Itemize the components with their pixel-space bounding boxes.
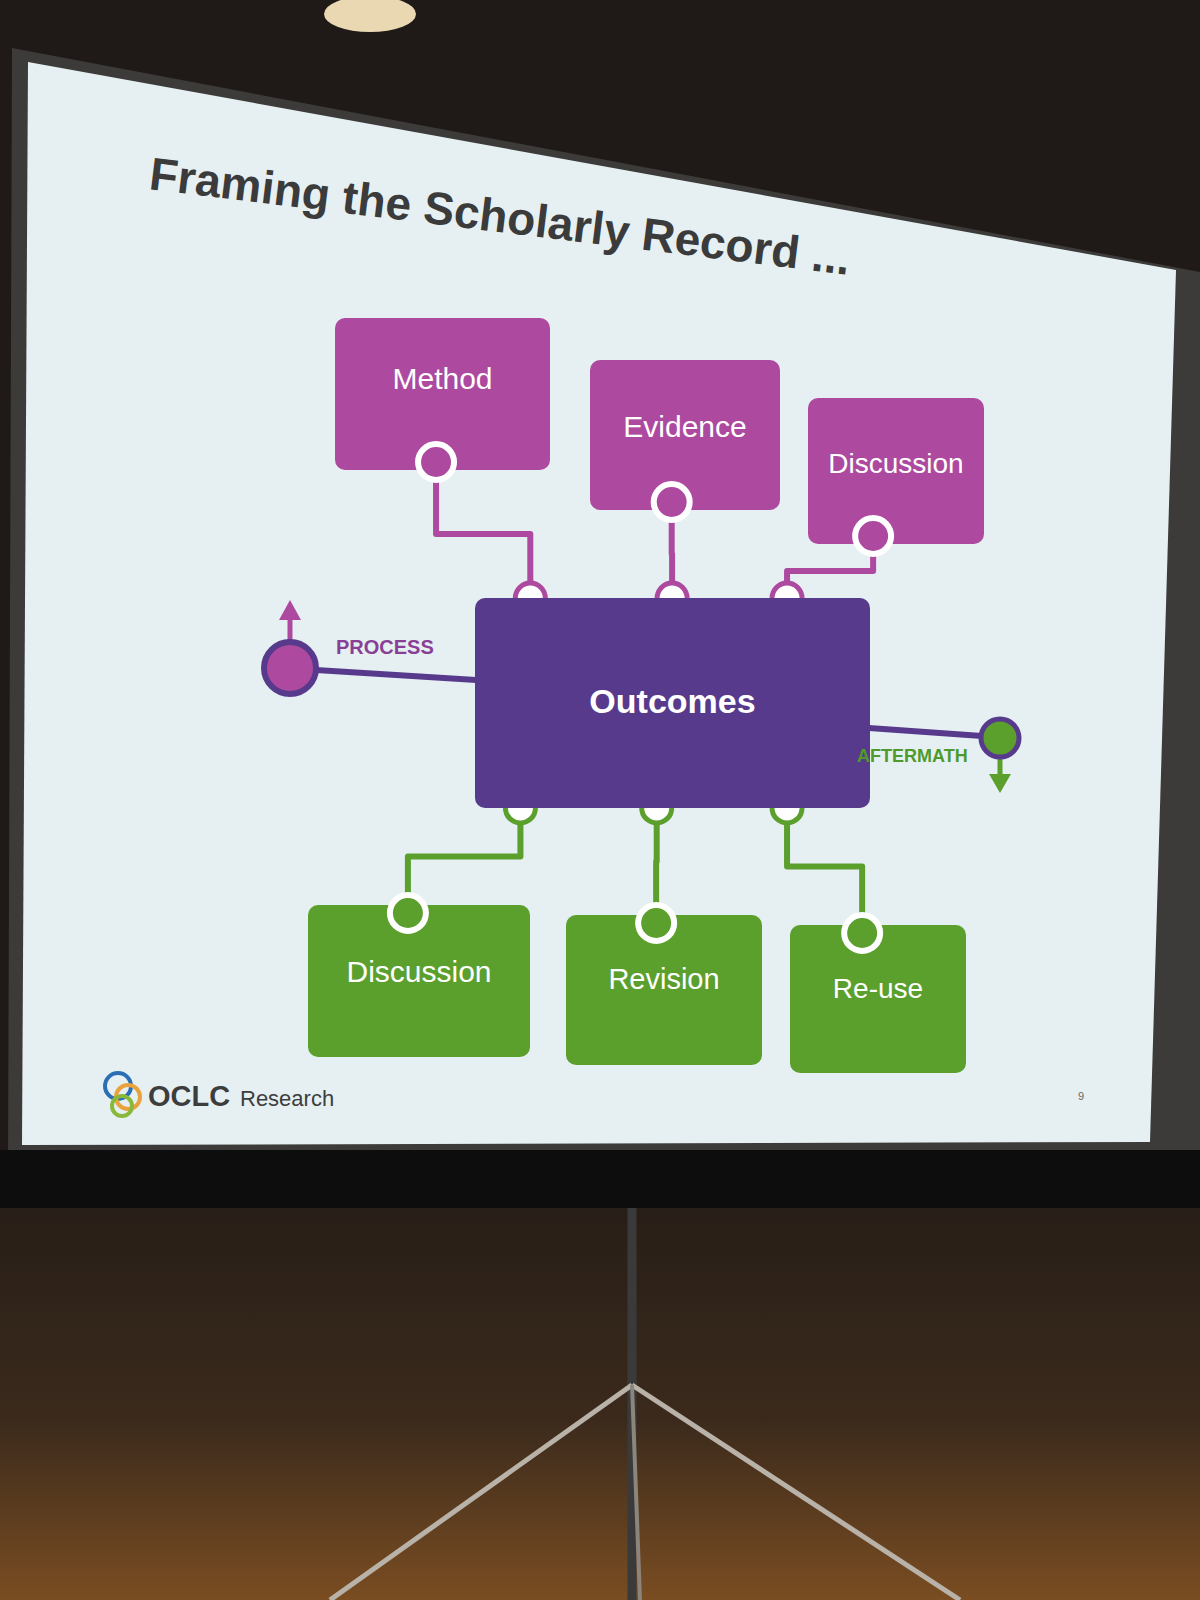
tripod-leg	[632, 1385, 960, 1600]
aftermath-circle	[981, 719, 1019, 757]
connector-knob	[654, 484, 690, 520]
projection-screen	[22, 62, 1176, 1145]
box-label: Discussion	[346, 955, 491, 990]
logo-ring	[112, 1096, 132, 1116]
aftermath-arrowhead	[989, 774, 1011, 793]
connector-line	[408, 808, 521, 905]
process-label: PROCESS	[336, 636, 434, 659]
process-arrowhead	[279, 600, 301, 620]
screen-housing	[8, 48, 1200, 1165]
box-label: Discussion	[828, 448, 963, 480]
aftermath-label: AFTERMATH	[857, 746, 968, 767]
process-circle	[264, 642, 316, 694]
logo-subtitle: Research	[240, 1086, 334, 1111]
box-label: Evidence	[623, 410, 746, 445]
slide-title: Framing the Scholarly Record ...	[147, 146, 854, 286]
discussion-box: Discussion	[808, 398, 984, 544]
method-box: Method	[335, 318, 550, 470]
connector-knob	[855, 518, 891, 554]
tripod-leg	[632, 1385, 640, 1600]
aftermath-line	[869, 728, 982, 736]
screen-bar	[0, 1150, 1200, 1208]
discussion-box: Discussion	[308, 905, 530, 1057]
connector-knob	[390, 895, 426, 931]
box-label: Method	[392, 362, 492, 397]
evidence-box: Evidence	[590, 360, 780, 510]
box-label: Re-use	[833, 973, 923, 1005]
ceiling-light	[324, 0, 416, 32]
outcomes-box: Outcomes	[475, 598, 870, 808]
connector-knob	[418, 444, 454, 480]
logo-wordmark: OCLC	[148, 1080, 230, 1113]
process-line	[316, 670, 476, 680]
page-number: 9	[1078, 1090, 1084, 1103]
connector-line	[787, 808, 862, 925]
connector-line	[436, 470, 530, 598]
connector-knob	[638, 905, 674, 941]
wall-floor	[0, 1150, 1200, 1600]
tripod-leg	[330, 1385, 632, 1600]
revision-box: Revision	[566, 915, 762, 1065]
reuse-box: Re-use	[790, 925, 966, 1073]
connector-knob	[844, 915, 880, 951]
box-label: Outcomes	[589, 682, 755, 721]
box-label: Revision	[608, 963, 719, 996]
